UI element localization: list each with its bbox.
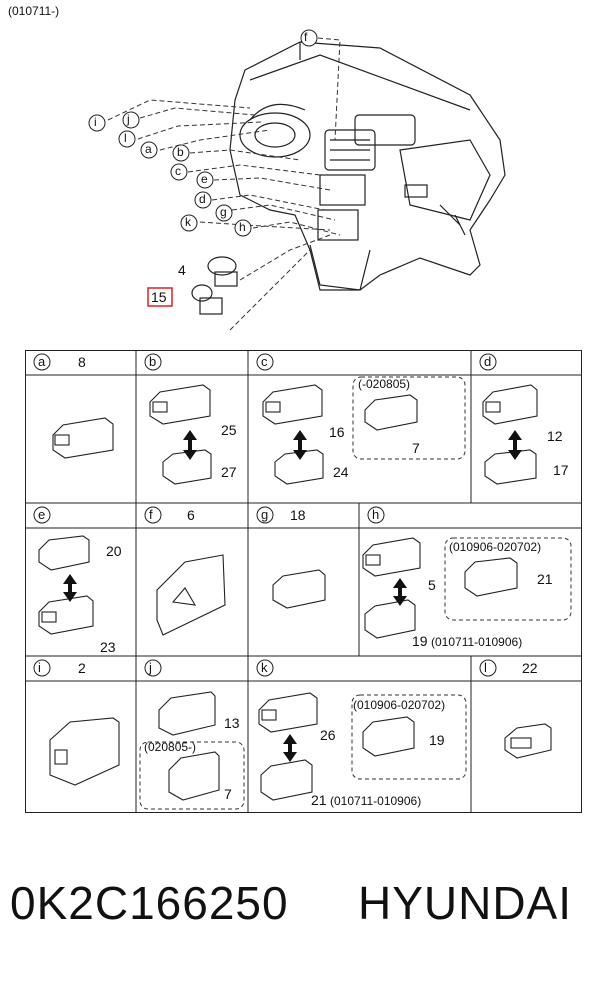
cell-j-box-part-7: 7: [224, 786, 232, 802]
cell-d-part-17: 17: [553, 462, 569, 478]
cell-d-letter: d: [484, 354, 492, 369]
date-range-label: (010711-): [8, 4, 60, 18]
cell-e-part-20: 20: [106, 543, 122, 559]
part-15-label: 15: [151, 289, 167, 305]
cell-e-part-23: 23: [100, 639, 116, 655]
cell-h-part-5: 5: [428, 577, 436, 593]
callout-e: e: [201, 172, 208, 186]
callout-b: b: [177, 145, 184, 159]
cell-h-part-19-date: (010711-010906): [431, 635, 523, 649]
cell-h-letter: h: [372, 507, 380, 522]
callout-c: c: [175, 164, 181, 178]
brand-name: HYUNDAI: [358, 877, 573, 929]
cell-c-box-date: (-020805): [358, 377, 411, 391]
cell-g-number: 18: [290, 507, 306, 523]
cell-j-box-date: (020805-): [144, 740, 197, 754]
cell-j-part-13: 13: [224, 715, 240, 731]
cell-b-letter: b: [149, 354, 157, 369]
cell-d-part-12: 12: [547, 428, 563, 444]
cell-i-letter: i: [38, 660, 41, 675]
cell-f-number: 6: [187, 507, 195, 523]
parts-grid: [25, 350, 582, 813]
callout-j: j: [127, 112, 130, 126]
callout-f: f: [304, 30, 308, 44]
part-4-label: 4: [178, 262, 186, 278]
callout-k: k: [185, 215, 191, 229]
cell-b-part-27: 27: [221, 464, 237, 480]
cell-k-part-21: 21: [311, 792, 327, 808]
part-number: 0K2C166250: [10, 877, 289, 929]
cell-c-part-24: 24: [333, 464, 349, 480]
cell-k-part-26: 26: [320, 727, 336, 743]
cell-k-part-21-date: (010711-010906): [330, 794, 422, 808]
cell-f-letter: f: [149, 507, 153, 522]
callout-g: g: [220, 205, 227, 219]
cell-a-letter: a: [38, 354, 46, 369]
cell-k-box-part-19: 19: [429, 732, 445, 748]
cell-j-letter: j: [149, 660, 152, 675]
cell-e-letter: e: [38, 507, 46, 522]
cell-c-part-16: 16: [329, 424, 345, 440]
cell-c-box-part-7: 7: [412, 440, 420, 456]
cell-k-box-date: (010906-020702): [353, 698, 446, 712]
cell-c-letter: c: [261, 354, 268, 369]
callout-l: l: [124, 131, 127, 145]
cell-k-letter: k: [261, 660, 268, 675]
callout-a: a: [145, 142, 152, 156]
cell-l-letter: l: [484, 660, 487, 675]
cell-h-box-part-21: 21: [537, 571, 553, 587]
cell-h-box-date: (010906-020702): [449, 540, 542, 554]
callout-h: h: [239, 220, 246, 234]
callout-i: i: [94, 115, 97, 129]
cell-l-number: 22: [522, 660, 538, 676]
cell-h-part-19: 19: [412, 633, 428, 649]
callout-d: d: [199, 192, 206, 206]
cell-b-part-25: 25: [221, 422, 237, 438]
cell-a-number: 8: [78, 354, 86, 370]
cell-i-number: 2: [78, 660, 86, 676]
cell-g-letter: g: [261, 507, 269, 522]
dashboard-overview-drawing: [88, 29, 506, 331]
